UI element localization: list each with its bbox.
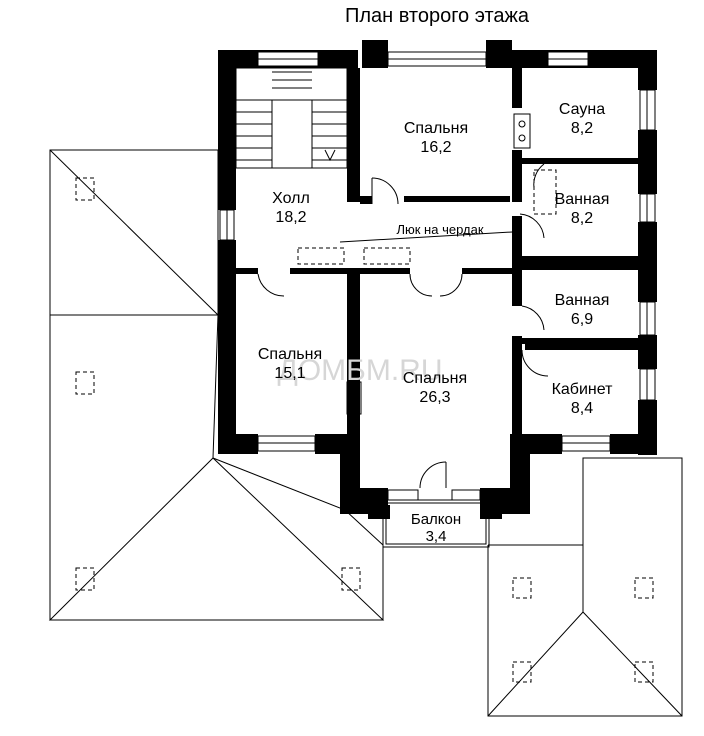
windows xyxy=(219,51,656,501)
roof-vent-2 xyxy=(75,371,95,395)
walls xyxy=(218,40,657,519)
room-office-area: 8,4 xyxy=(571,400,593,417)
room-bedroom-top-name: Спальня xyxy=(404,120,468,137)
room-sauna-name: Сауна xyxy=(559,101,605,118)
room-bath1-area: 8,2 xyxy=(571,210,593,227)
room-balcony-name: Балкон xyxy=(411,511,461,528)
roof-vent-3 xyxy=(75,567,95,591)
room-labels: Холл 18,2 Спальня 16,2 Сауна 8,2 Ванная … xyxy=(258,101,613,545)
roof-vent-8 xyxy=(634,661,654,683)
doors xyxy=(257,163,549,489)
plan-title: План второго этажа xyxy=(345,5,530,27)
room-bath1-name: Ванная xyxy=(555,191,610,208)
room-bedroom-top-area: 16,2 xyxy=(420,139,451,156)
room-bedroom-main-area: 26,3 xyxy=(419,389,450,406)
room-hall-name: Холл xyxy=(272,190,310,207)
room-office-name: Кабинет xyxy=(552,381,614,398)
room-bedroom-left-area: 15,1 xyxy=(274,365,305,382)
left-roof xyxy=(48,149,385,621)
watermark: ДОМБМ.RU xyxy=(278,354,443,387)
fixtures xyxy=(297,113,637,415)
room-bath2-name: Ванная xyxy=(555,292,610,309)
room-bedroom-left-name: Спальня xyxy=(258,346,322,363)
room-hall-area: 18,2 xyxy=(275,209,306,226)
roof-vent-1 xyxy=(75,177,95,201)
roof-vent-7 xyxy=(512,661,532,683)
roof-vent-5 xyxy=(512,577,532,599)
attic-hatch-label: Люк на чердак xyxy=(396,222,483,237)
room-balcony-area: 3,4 xyxy=(426,528,447,545)
room-bedroom-main-name: Спальня xyxy=(403,370,467,387)
balcony xyxy=(382,499,490,548)
room-bath2-area: 6,9 xyxy=(571,311,593,328)
staircase xyxy=(235,67,348,169)
roof-vent-6 xyxy=(634,577,654,599)
right-roof xyxy=(487,457,683,717)
room-sauna-area: 8,2 xyxy=(571,120,593,137)
roof-vent-4 xyxy=(341,567,361,591)
